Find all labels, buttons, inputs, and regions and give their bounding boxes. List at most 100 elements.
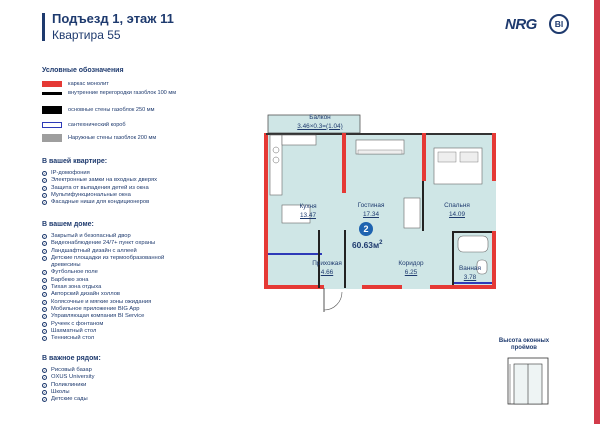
list-item: Детские сады xyxy=(42,396,95,403)
room-area: 4.66 xyxy=(320,268,334,276)
check-icon xyxy=(42,192,47,198)
room-kitchen: Кухня 13.47 xyxy=(288,203,328,220)
kitchen-counter xyxy=(281,134,317,146)
check-icon xyxy=(42,382,47,388)
nrg-bi-logo: NRG BI xyxy=(505,14,575,36)
room-name: Кухня xyxy=(299,203,317,210)
legend-item: основные стены газоблок 250 мм xyxy=(42,106,188,114)
entrance-door xyxy=(323,288,343,311)
room-name: Прихожая xyxy=(312,260,342,267)
red-frame-swatch xyxy=(42,81,62,88)
check-icon xyxy=(42,171,47,176)
list-item: OXUS University xyxy=(42,374,95,381)
check-icon xyxy=(42,328,47,334)
wardrobe xyxy=(403,197,421,229)
list-item: Теннисный стол xyxy=(42,335,164,342)
check-icon xyxy=(42,185,47,191)
check-icon xyxy=(42,285,47,291)
legend-item: внутренние перегородки газоблок 100 мм xyxy=(42,90,188,97)
in-building-list: Закрытый и безопасный двор Видеонаблюден… xyxy=(42,233,164,342)
room-bedroom: Спальня 14.09 xyxy=(432,202,482,219)
partition-wall xyxy=(452,231,454,285)
top-wall xyxy=(346,133,422,135)
right-frame-wall xyxy=(492,133,496,181)
bottom-frame-wall xyxy=(430,285,496,289)
partition-wall xyxy=(454,231,496,233)
check-icon xyxy=(42,321,47,327)
room-name: Коридор xyxy=(398,260,424,267)
check-icon xyxy=(42,389,47,395)
room-name: Ванная xyxy=(459,265,481,272)
list-item: Фасадные ниши для кондиционеров xyxy=(42,199,157,206)
check-icon xyxy=(42,299,47,305)
room-name: Спальня xyxy=(444,202,470,209)
sofa-cushion xyxy=(357,149,403,155)
plumbing-box xyxy=(268,253,322,255)
list-item: Защита от выпадения детей из окна xyxy=(42,185,157,192)
thick-wall-swatch xyxy=(42,106,62,114)
stove-icon xyxy=(272,146,280,154)
list-item: Мобильное приложение BIG App xyxy=(42,306,164,313)
legend-label: каркас монолит xyxy=(68,81,109,87)
pillow xyxy=(437,151,457,163)
list-item: Шахматный стол xyxy=(42,328,164,335)
bottom-frame-wall xyxy=(362,285,402,289)
room-balcony: Балкон 3.46×0.3=(1.04) xyxy=(282,114,358,131)
check-icon xyxy=(42,368,47,373)
legend-item: сантехнический короб xyxy=(42,122,188,129)
top-wall xyxy=(266,133,342,135)
room-hallway: Прихожая 4.66 xyxy=(300,260,354,277)
list-item: Школы xyxy=(42,389,95,396)
room-area: 3.78 xyxy=(463,273,477,281)
list-item: Поликлиники xyxy=(42,382,95,389)
room-area: 13.47 xyxy=(300,211,316,219)
frame-column xyxy=(342,133,346,193)
legend-item: каркас монолит xyxy=(42,81,188,88)
list-item: Колясочные и мягкие зоны ожидания xyxy=(42,299,164,306)
page-title: Подъезд 1, этаж 11 xyxy=(52,11,174,26)
window-height-title: Высота оконных проёмов xyxy=(488,338,560,352)
check-icon xyxy=(42,248,47,254)
nearby-list: Рисовый базар OXUS University Поликлиник… xyxy=(42,367,95,403)
check-icon xyxy=(42,306,47,312)
nearby-title: В важное рядом: xyxy=(42,355,101,362)
check-icon xyxy=(42,241,47,247)
legend-label: сантехнический короб xyxy=(68,122,126,128)
window-height-line1: Высота оконных xyxy=(498,338,550,344)
check-icon xyxy=(42,314,47,320)
thin-wall-swatch xyxy=(42,91,62,95)
check-icon xyxy=(42,277,47,283)
apartment-number: Квартира 55 xyxy=(52,28,121,42)
in-apartment-title: В вашей квартире: xyxy=(42,158,108,165)
logo-text: NRG xyxy=(505,16,537,33)
check-icon xyxy=(42,234,47,239)
total-area-value: 60.63м xyxy=(352,240,380,250)
legend-label: основные стены газоблок 250 мм xyxy=(68,106,155,113)
list-item: Видеонаблюдение 24/7+ пункт охраны xyxy=(42,240,164,247)
list-item: Барбекю зона xyxy=(42,277,164,284)
check-icon xyxy=(42,255,47,261)
top-wall xyxy=(426,133,492,135)
window-diagram xyxy=(507,357,549,405)
legend-title: Условные обозначения xyxy=(42,67,124,74)
list-item: Футбольное поле xyxy=(42,269,164,276)
list-item: Ландшафтный дизайн с аллеей xyxy=(42,248,164,255)
list-item: Тихая зона отдыха xyxy=(42,284,164,291)
partition-wall xyxy=(344,230,346,288)
check-icon xyxy=(42,336,47,342)
check-icon xyxy=(42,292,47,298)
left-frame-wall xyxy=(264,133,268,289)
plumbing-box xyxy=(454,282,492,284)
legend-label: Наружные стены газоблок 200 мм xyxy=(68,134,157,141)
list-item: Детские площадки из термообразованной xyxy=(42,255,164,262)
room-count-badge: 2 xyxy=(359,222,373,236)
list-item: Авторский дизайн холлов xyxy=(42,291,164,298)
room-bathroom: Ванная 3.78 xyxy=(452,265,488,282)
room-name: Балкон xyxy=(309,114,331,121)
room-area: 14.09 xyxy=(449,210,465,218)
list-item: Мультифункциональные окна xyxy=(42,192,157,199)
list-item: древесины xyxy=(51,262,81,269)
room-name: Гостиная xyxy=(357,202,385,209)
room-corridor: Коридор 6.25 xyxy=(386,260,436,277)
